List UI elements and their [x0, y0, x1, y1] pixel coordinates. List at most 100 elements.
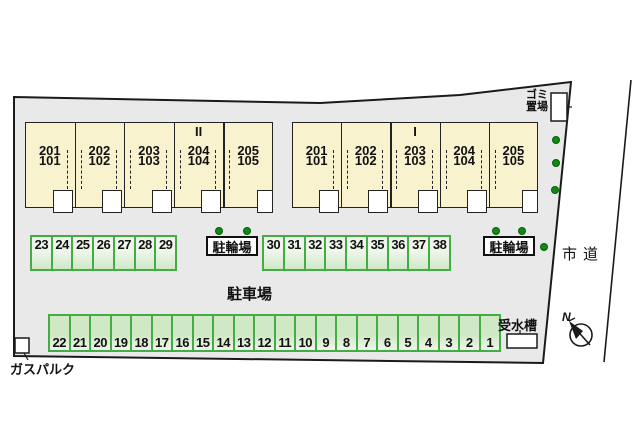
parking-space-6: 6	[378, 316, 399, 350]
parking-space-35: 35	[367, 237, 389, 269]
shrub-dot	[551, 186, 559, 194]
water-tank-box	[506, 333, 538, 349]
parking-space-9: 9	[316, 316, 337, 350]
parking-space-12: 12	[255, 316, 276, 350]
parking-space-37: 37	[409, 237, 431, 269]
parking-space-18: 18	[132, 316, 153, 350]
parking-space-30: 30	[264, 237, 285, 269]
building-2-entrance-porch	[151, 190, 172, 213]
parking-space-8: 8	[337, 316, 358, 350]
building-1-entry-dashed-line	[431, 150, 433, 189]
compass-icon	[568, 317, 593, 347]
water-tank-label: 受水槽	[498, 318, 538, 333]
building-2-entrance-porch	[52, 190, 73, 213]
parking-space-27: 27	[114, 237, 136, 269]
compass-north-label: N	[562, 310, 571, 324]
shrub-dot	[243, 227, 251, 235]
parking-space-22: 22	[50, 316, 71, 350]
building-1-entrance-porch	[319, 190, 340, 213]
building-2-entrance-porch	[257, 190, 273, 213]
parking-space-19: 19	[111, 316, 132, 350]
building-1-roman-label: I	[413, 124, 417, 139]
parking-space-23: 23	[32, 237, 53, 269]
gas-bulk-label: ガスパルク	[10, 362, 76, 377]
building-1-entry-dashed-line	[333, 150, 335, 189]
parking-space-17: 17	[152, 316, 173, 350]
parking-space-4: 4	[419, 316, 440, 350]
parking-space-38: 38	[430, 237, 450, 269]
parking-space-11: 11	[275, 316, 296, 350]
building-2-unit-divider	[74, 122, 76, 208]
shrub-dot	[540, 243, 548, 251]
shrub-dot	[492, 227, 500, 235]
parking-space-31: 31	[284, 237, 306, 269]
building-1-unit-divider	[439, 122, 441, 208]
building-2-entry-dashed-line	[229, 150, 231, 189]
bike-parking-box-east: 駐輪場	[483, 236, 535, 256]
building-1-entry-dashed-line	[494, 150, 496, 189]
building-2-entrance-porch	[102, 190, 123, 213]
parking-space-14: 14	[214, 316, 235, 350]
garbage-area-label-line2: 置場	[526, 100, 548, 113]
parking-space-36: 36	[388, 237, 410, 269]
building-1-entrance-porch	[417, 190, 438, 213]
building-2-unit-divider	[173, 122, 176, 208]
building-1-entry-dashed-line	[480, 150, 482, 189]
garbage-area-label: ゴミ 置場	[514, 89, 548, 113]
building-1-unit-divider	[488, 122, 491, 208]
building-2-entry-dashed-line	[116, 150, 118, 189]
building-2-entrance-porch	[201, 190, 222, 213]
building-1-entrance-porch	[466, 190, 487, 213]
building-2-entry-dashed-line	[215, 150, 217, 189]
parking-space-1: 1	[480, 316, 499, 350]
city-road-label: 市道	[562, 246, 605, 263]
parking-space-32: 32	[305, 237, 327, 269]
gas-bulk-box	[14, 337, 30, 354]
shrub-dot	[552, 136, 560, 144]
shrub-dot	[215, 227, 223, 235]
building-2-entry-dashed-line	[66, 150, 68, 189]
parking-space-25: 25	[73, 237, 95, 269]
parking-space-20: 20	[91, 316, 112, 350]
parking-lot-label: 駐車場	[227, 286, 273, 303]
parking-space-10: 10	[296, 316, 317, 350]
building-1-unit-divider	[390, 122, 392, 208]
garbage-area-label-line1: ゴミ	[526, 89, 548, 101]
building-2-unit-divider	[223, 122, 225, 208]
parking-space-21: 21	[70, 316, 91, 350]
building-2-entry-dashed-line	[179, 150, 181, 189]
parking-space-13: 13	[234, 316, 255, 350]
parking-space-28: 28	[135, 237, 157, 269]
parking-space-29: 29	[156, 237, 176, 269]
building-2-roman-label: II	[194, 124, 203, 139]
building-1-unit-divider	[341, 122, 343, 208]
parking-space-33: 33	[326, 237, 348, 269]
shrub-dot	[552, 159, 560, 167]
parking-space-7: 7	[357, 316, 378, 350]
building-1-entry-dashed-line	[382, 150, 384, 189]
building-1-entrance-porch	[368, 190, 389, 213]
parking-space-24: 24	[52, 237, 74, 269]
parking-space-3: 3	[439, 316, 460, 350]
building-1-entry-dashed-line	[396, 150, 398, 189]
city-road-outer-edge	[603, 79, 632, 363]
parking-space-34: 34	[347, 237, 368, 269]
building-2-unit-divider	[124, 122, 126, 208]
building-1-entry-dashed-line	[347, 150, 349, 189]
shrub-dot	[518, 227, 526, 235]
building-2-entry-dashed-line	[130, 150, 132, 189]
parking-space-15: 15	[193, 316, 214, 350]
building-1-entry-dashed-line	[445, 150, 447, 189]
